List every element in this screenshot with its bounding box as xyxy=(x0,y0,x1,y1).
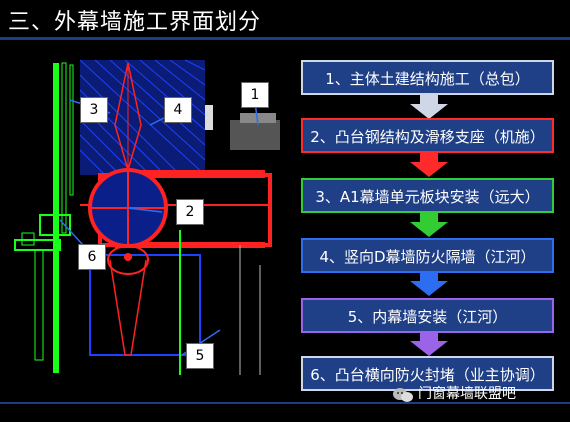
concrete-detail xyxy=(205,105,280,150)
slab-edge xyxy=(21,232,35,246)
down-arrow-3 xyxy=(410,212,448,237)
step-5-box: 5、内幕墙安装（江河） xyxy=(301,298,554,333)
down-arrow-4 xyxy=(410,271,448,296)
step-6-box: 6、凸台横向防火封堵（业主协调） xyxy=(301,356,554,391)
down-arrow-2 xyxy=(410,152,448,177)
watermark-text: 门窗幕墙联盟吧 xyxy=(418,386,516,402)
title-divider xyxy=(0,37,570,40)
step-1-box: 1、主体土建结构施工（总包） xyxy=(301,60,554,95)
callout-5: 5 xyxy=(186,343,214,369)
callout-3: 3 xyxy=(80,97,108,123)
rotation-cone-upper xyxy=(114,62,142,173)
title-bar: 三、外幕墙施工界面划分 xyxy=(0,0,570,40)
step-3-box: 3、A1幕墙单元板块安装（远大） xyxy=(301,178,554,213)
bottom-divider xyxy=(0,402,570,404)
callout-4: 4 xyxy=(164,97,192,123)
rotation-cone-lower xyxy=(107,245,149,356)
green-mullions xyxy=(14,62,74,373)
callout-1: 1 xyxy=(241,82,269,108)
step-2-box: 2、凸台钢结构及滑移支座（机施） xyxy=(301,118,554,153)
wechat-icon xyxy=(393,388,413,402)
step-4-box: 4、竖向D幕墙防火隔墙（江河） xyxy=(301,238,554,273)
down-arrow-5 xyxy=(410,331,448,356)
callout-6: 6 xyxy=(78,244,106,270)
page-title: 三、外幕墙施工界面划分 xyxy=(8,10,262,35)
down-arrow-1 xyxy=(410,94,448,119)
callout-2: 2 xyxy=(176,199,204,225)
green-lines-right xyxy=(179,230,261,375)
